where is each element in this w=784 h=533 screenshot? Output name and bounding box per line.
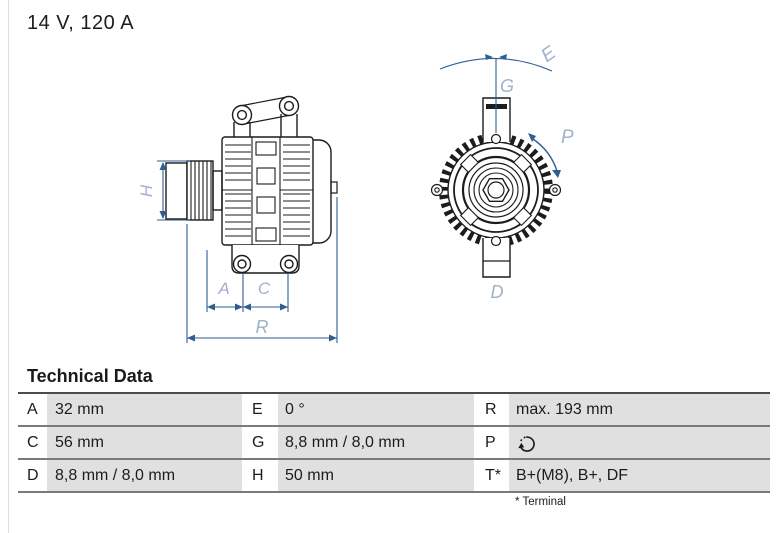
pulley-flange bbox=[165, 162, 188, 220]
side-body-sections bbox=[251, 137, 281, 245]
technical-data-section: Technical Data A 32 mm E 0 ° R max. 193 … bbox=[18, 366, 770, 508]
alternator-technical-drawing: H A C R E G P D bbox=[137, 42, 574, 343]
front-shaft-nut bbox=[482, 177, 510, 203]
front-fan-ring bbox=[453, 147, 539, 233]
cell-key-R: R bbox=[481, 394, 509, 425]
dim-label-a: A bbox=[217, 279, 229, 298]
column-gap bbox=[242, 460, 250, 491]
column-gap bbox=[474, 394, 481, 425]
dim-label-e: E bbox=[537, 42, 560, 67]
bottom-right-mount-hole bbox=[284, 259, 294, 269]
column-gap bbox=[474, 427, 481, 458]
side-fins-right bbox=[283, 144, 310, 237]
cell-value-D: 8,8 mm / 8,0 mm bbox=[47, 460, 242, 491]
terminal-footnote: * Terminal bbox=[515, 496, 566, 508]
front-top-hole bbox=[490, 133, 502, 145]
cell-value-T: B+(M8), B+, DF bbox=[509, 460, 770, 491]
cell-key-T: T* bbox=[481, 460, 509, 491]
top-arm-sides bbox=[233, 114, 298, 137]
front-vent-teeth-ring bbox=[439, 133, 553, 247]
front-bottom-hole bbox=[490, 235, 502, 247]
front-spoke-notches bbox=[459, 153, 533, 227]
left-edge-divider bbox=[8, 0, 9, 533]
dim-label-p: P bbox=[561, 127, 574, 148]
front-bottom-lug bbox=[482, 238, 511, 278]
cell-key-H: H bbox=[250, 460, 278, 491]
cell-value-R: max. 193 mm bbox=[509, 394, 770, 425]
top-left-mount-eye bbox=[231, 104, 253, 126]
front-left-ear bbox=[430, 183, 444, 197]
cell-value-P bbox=[509, 427, 770, 458]
cell-value-E: 0 ° bbox=[278, 394, 474, 425]
top-left-mount-hole bbox=[236, 109, 248, 121]
front-pulley-ring-3 bbox=[478, 172, 514, 208]
cell-value-G: 8,8 mm / 8,0 mm bbox=[278, 427, 474, 458]
technical-data-heading: Technical Data bbox=[18, 366, 770, 394]
front-right-ear-hole bbox=[552, 187, 558, 193]
side-fins-left bbox=[225, 144, 251, 237]
table-row: D 8,8 mm / 8,0 mm H 50 mm T* B+(M8), B+,… bbox=[18, 460, 770, 493]
cell-key-C: C bbox=[18, 427, 47, 458]
dim-label-d: D bbox=[491, 282, 504, 302]
dim-label-h: H bbox=[137, 184, 156, 197]
column-gap bbox=[242, 394, 250, 425]
cell-key-A: A bbox=[18, 394, 47, 425]
rotation-direction-icon bbox=[518, 435, 535, 452]
column-gap bbox=[242, 427, 250, 458]
pulley-hub bbox=[212, 170, 223, 211]
side-connector-lug bbox=[330, 181, 338, 194]
top-link-bar bbox=[239, 96, 292, 125]
front-pulley-ring-2 bbox=[473, 167, 519, 213]
top-right-mount-eye bbox=[278, 95, 300, 117]
cell-key-P: P bbox=[481, 427, 509, 458]
cell-value-A: 32 mm bbox=[47, 394, 242, 425]
front-shaft-center bbox=[487, 181, 505, 199]
dim-label-c: C bbox=[258, 279, 271, 298]
pulley-grooves bbox=[190, 161, 212, 220]
cell-key-G: G bbox=[250, 427, 278, 458]
column-gap bbox=[474, 460, 481, 491]
dimension-arrowheads bbox=[159, 54, 561, 342]
cell-key-E: E bbox=[250, 394, 278, 425]
electrical-rating-title: 14 V, 120 A bbox=[27, 12, 135, 34]
front-left-ear-hole bbox=[434, 187, 440, 193]
cell-value-C: 56 mm bbox=[47, 427, 242, 458]
dim-label-g: G bbox=[500, 76, 514, 96]
front-pulley-outer bbox=[461, 155, 531, 225]
bottom-left-mount-eye bbox=[232, 254, 252, 274]
cell-key-D: D bbox=[18, 460, 47, 491]
bottom-right-mount-eye bbox=[279, 254, 299, 274]
dim-label-r: R bbox=[256, 317, 269, 337]
top-right-mount-hole bbox=[283, 100, 295, 112]
front-pulley-ring-1 bbox=[468, 162, 524, 218]
table-row: C 56 mm G 8,8 mm / 8,0 mm P bbox=[18, 427, 770, 460]
side-center-details bbox=[222, 141, 313, 242]
cell-value-H: 50 mm bbox=[278, 460, 474, 491]
front-right-ear bbox=[548, 183, 562, 197]
table-row: A 32 mm E 0 ° R max. 193 mm bbox=[18, 394, 770, 427]
bottom-left-mount-hole bbox=[237, 259, 247, 269]
